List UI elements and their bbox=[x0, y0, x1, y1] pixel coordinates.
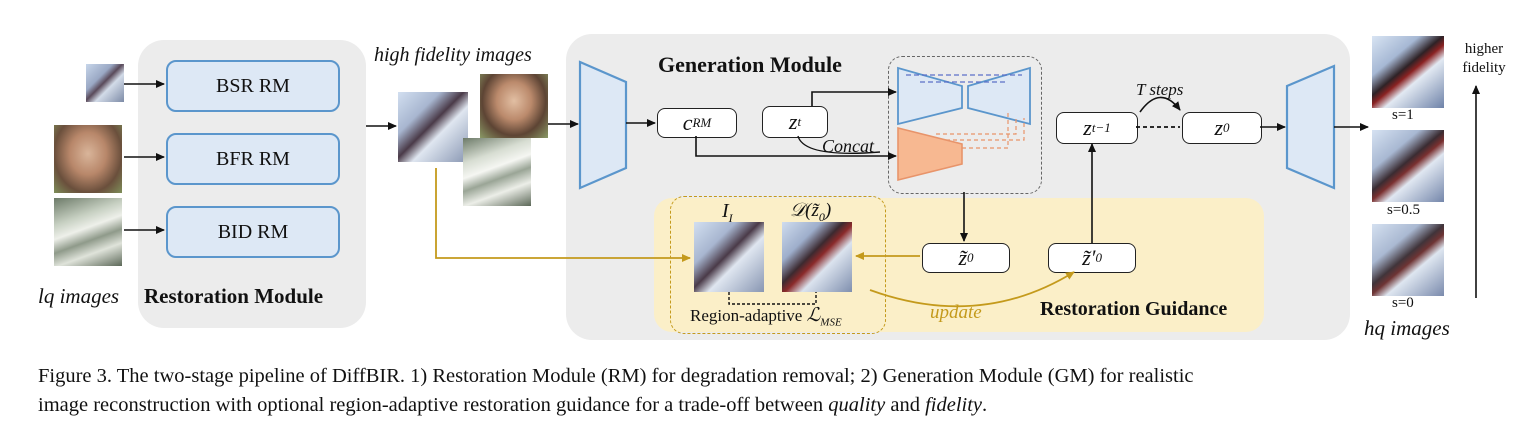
scale-s0: s=0 bbox=[1392, 295, 1414, 311]
d-z0-base: 𝒟(z̃ bbox=[790, 200, 819, 221]
lq-images-label: lq images bbox=[38, 284, 120, 308]
guidance-image-d bbox=[782, 222, 852, 292]
z0-sub: 0 bbox=[1223, 120, 1230, 135]
z0-prime-base: z̃′ bbox=[1082, 245, 1096, 270]
unet-control-orange bbox=[897, 126, 963, 182]
update-arrow bbox=[869, 271, 1075, 308]
generation-module-title: Generation Module bbox=[658, 52, 842, 77]
higher-fidelity-label: higher fidelity bbox=[1462, 41, 1506, 76]
d-z0-label: 𝒟(z̃0) bbox=[790, 200, 831, 225]
update-label: update bbox=[930, 302, 982, 323]
control-link-3 bbox=[962, 112, 1009, 149]
caption-line2-b: and bbox=[885, 394, 926, 416]
caption-line2-a: image reconstruction with optional regio… bbox=[38, 394, 829, 416]
d-z0-close: ) bbox=[824, 200, 832, 221]
i-i-base: I bbox=[722, 200, 729, 222]
lq-image-bid bbox=[54, 198, 122, 266]
hq-image-s1 bbox=[1372, 36, 1444, 108]
z-t1-sub: t−1 bbox=[1091, 120, 1111, 135]
unet-decoder-blue bbox=[967, 66, 1031, 126]
hq-images-label: hq images bbox=[1364, 316, 1450, 340]
caption-line-2: image reconstruction with optional regio… bbox=[38, 391, 1508, 420]
region-adaptive-label: Region-adaptive ℒMSE bbox=[690, 304, 842, 328]
concat-label: Concat bbox=[822, 136, 874, 156]
scale-s1: s=1 bbox=[1392, 107, 1414, 123]
restoration-guidance-title: Restoration Guidance bbox=[1040, 298, 1228, 320]
z-t1-base: z bbox=[1083, 115, 1092, 140]
c-rm-sub: RM bbox=[692, 115, 712, 130]
z0-tilde-base: z̃ bbox=[958, 245, 968, 270]
z-t-sub: t bbox=[797, 114, 802, 129]
caption-fidelity: fidelity bbox=[925, 394, 983, 416]
hf-image-bid bbox=[463, 138, 531, 206]
z-t-base: z bbox=[788, 109, 798, 134]
bsr-rm-label: BSR RM bbox=[216, 74, 290, 97]
c-rm-base: c bbox=[682, 110, 693, 135]
bfr-rm-label: BFR RM bbox=[216, 147, 290, 170]
caption-line2-c: . bbox=[982, 394, 988, 416]
arrow-zt-unet bbox=[811, 88, 897, 106]
concat-curve bbox=[797, 135, 881, 154]
caption-line-1: Figure 3. The two-stage pipeline of Diff… bbox=[38, 365, 1194, 387]
t-steps-arrow bbox=[1139, 96, 1181, 113]
region-adaptive-text: Region-adaptive bbox=[690, 306, 803, 325]
i-i-label: II bbox=[722, 200, 733, 226]
guidance-image-i bbox=[694, 222, 764, 292]
t-steps-label: T steps bbox=[1136, 80, 1184, 99]
hf-image-bsr bbox=[398, 92, 468, 162]
control-link-1 bbox=[936, 116, 1017, 135]
bid-rm-label: BID RM bbox=[217, 220, 289, 243]
high-fidelity-images-label: high fidelity images bbox=[374, 44, 532, 66]
d-z0-sub: 0 bbox=[818, 209, 825, 224]
loss-sub: MSE bbox=[820, 316, 842, 329]
figure-caption: Figure 3. The two-stage pipeline of Diff… bbox=[38, 362, 1508, 420]
guidance-dashed-box bbox=[670, 196, 886, 334]
arrow-crm-control bbox=[695, 136, 897, 160]
loss-base: ℒ bbox=[806, 305, 821, 326]
restoration-module-title: Restoration Module bbox=[144, 284, 324, 308]
unet-dashed-frame bbox=[888, 56, 1042, 194]
bid-rm-box: BID RM bbox=[166, 206, 340, 258]
bsr-rm-box: BSR RM bbox=[166, 60, 340, 112]
lq-image-bfr bbox=[54, 125, 122, 193]
encoder-shape bbox=[578, 60, 628, 190]
z0-prime-sub: 0 bbox=[1095, 250, 1102, 265]
decoder-shape bbox=[1285, 64, 1336, 190]
unet-encoder-blue bbox=[897, 66, 963, 126]
control-link-2 bbox=[946, 118, 1025, 141]
bfr-rm-box: BFR RM bbox=[166, 133, 340, 185]
z-0-tilde-node: z̃0 bbox=[922, 243, 1010, 273]
i-i-sub: I bbox=[728, 211, 733, 225]
loss-bracket bbox=[728, 292, 817, 305]
z0-base: z bbox=[1214, 115, 1224, 140]
hq-image-s0 bbox=[1372, 224, 1444, 296]
hf-image-bfr bbox=[480, 74, 548, 138]
caption-quality: quality bbox=[828, 394, 886, 416]
lq-image-bsr bbox=[86, 64, 124, 102]
z-0-prime-node: z̃′0 bbox=[1048, 243, 1136, 273]
arrow-hf-guidance bbox=[435, 168, 691, 262]
hq-image-s05 bbox=[1372, 130, 1444, 202]
z0-tilde-sub: 0 bbox=[967, 250, 974, 265]
scale-s05: s=0.5 bbox=[1387, 202, 1421, 218]
